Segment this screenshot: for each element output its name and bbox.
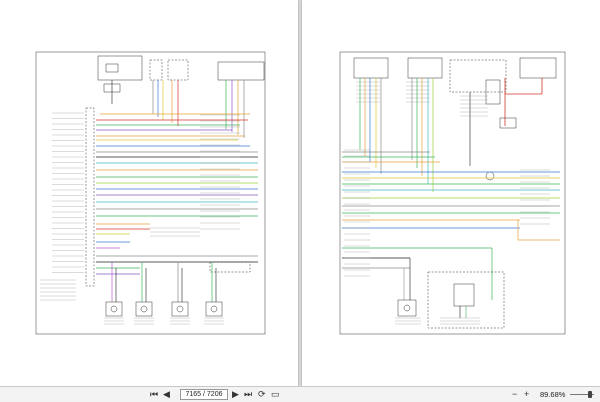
module-box: [449, 59, 507, 93]
connector-box: [217, 61, 265, 81]
sensor-box: [105, 301, 123, 317]
first-page-icon[interactable]: ⏮: [150, 389, 159, 399]
motor-icon: [403, 304, 411, 312]
sensor-box: [397, 299, 417, 317]
viewer-toolbar: ⏮ ◀ 7165 / 7206 ▶ ⏭ ⟳ ▭ − + 89.68%: [0, 386, 600, 402]
motor-icon: [140, 305, 148, 313]
connector-box: [519, 57, 557, 79]
document-viewport[interactable]: [0, 0, 600, 386]
zoom-in-icon[interactable]: +: [524, 389, 530, 399]
fit-page-icon[interactable]: ▭: [271, 389, 280, 399]
sensor-box: [135, 301, 153, 317]
connector-box: [499, 117, 517, 129]
motor-icon: [210, 305, 218, 313]
module-box: [353, 57, 389, 79]
page-number-input[interactable]: 7165 / 7206: [180, 389, 228, 400]
zoom-slider-handle[interactable]: [588, 391, 592, 398]
right-page: [302, 0, 600, 386]
connector-box: [167, 59, 189, 81]
zoom-out-icon[interactable]: −: [512, 389, 518, 399]
rotate-icon[interactable]: ⟳: [258, 389, 266, 399]
zoom-level[interactable]: 89.68%: [540, 390, 566, 399]
relay-box: [485, 79, 501, 105]
sensor-box: [171, 301, 189, 317]
connector-box: [209, 261, 251, 273]
next-page-icon[interactable]: ▶: [232, 389, 239, 399]
last-page-icon[interactable]: ⏭: [244, 389, 253, 399]
connector-strip: [85, 107, 95, 287]
zoom-slider[interactable]: [570, 394, 594, 395]
left-page: [0, 0, 298, 386]
wiring-diagram-right: [339, 51, 566, 335]
motor-icon: [110, 305, 118, 313]
diagram-frame: [35, 51, 266, 335]
ground-icon: [485, 171, 495, 181]
wiring-diagram-left: [35, 51, 266, 335]
module-box: [407, 57, 443, 79]
connector-box: [149, 59, 163, 81]
sensor-box: [205, 301, 223, 317]
switch-box: [453, 283, 475, 307]
motor-icon: [176, 305, 184, 313]
module-box: [97, 55, 143, 81]
diagram-frame: [339, 51, 566, 335]
previous-page-icon[interactable]: ◀: [163, 389, 170, 399]
module-box: [427, 271, 505, 329]
connector-box: [103, 83, 121, 93]
connector-icon: [105, 63, 119, 73]
